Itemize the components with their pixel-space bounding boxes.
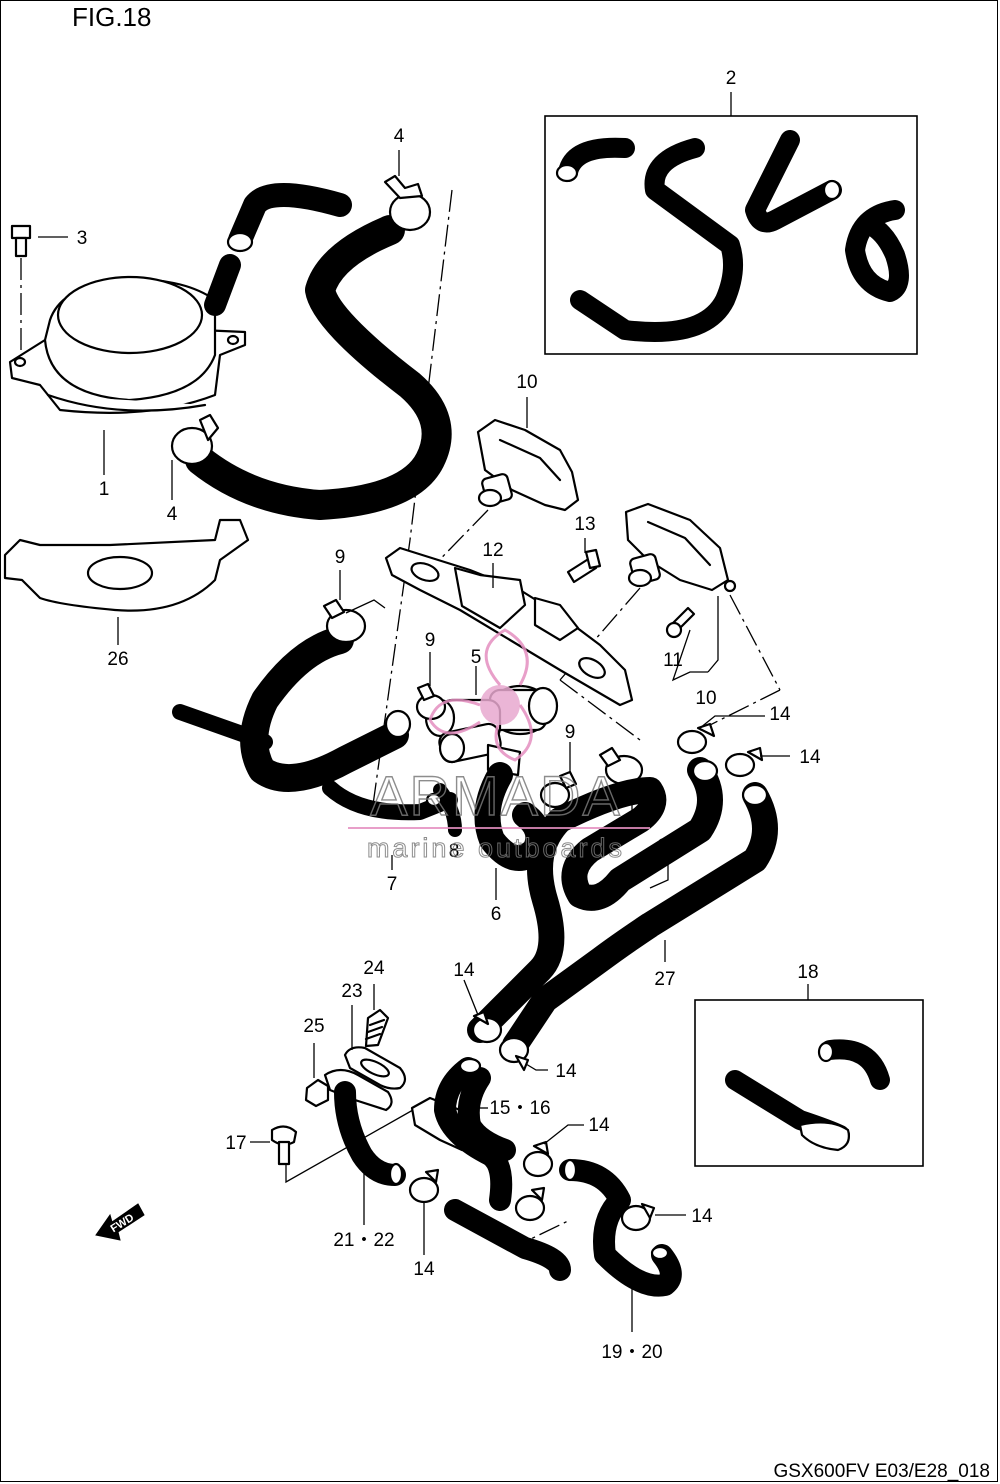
hose-2c — [745, 130, 842, 233]
plate-12 — [384, 546, 634, 707]
hose-21-22 — [323, 1068, 406, 1186]
hose-2d — [845, 200, 909, 302]
watermark-tagline: marine outboards — [367, 833, 625, 863]
clamp-14-a — [676, 722, 716, 755]
callout-9-a: 9 — [335, 547, 346, 568]
callout-26: 26 — [107, 649, 128, 670]
clamp-9-d — [598, 746, 644, 786]
clamp-14-f — [620, 1202, 656, 1232]
callout-23: 23 — [341, 981, 362, 1002]
callout-2: 2 — [726, 68, 737, 89]
callout-10-upper: 10 — [516, 372, 537, 393]
nut-25 — [304, 1078, 330, 1108]
clamp-14-b — [724, 746, 764, 778]
hose-set-18-box — [694, 984, 924, 1167]
callout-14-e: 14 — [588, 1115, 610, 1136]
clamp-14-d — [498, 1036, 530, 1072]
clamp-4-upper — [383, 174, 432, 232]
hose-27-pair — [467, 757, 778, 1058]
bolt-17 — [270, 1125, 298, 1166]
callout-14-g: 14 — [413, 1259, 435, 1280]
clamp-14-g — [408, 1168, 440, 1204]
callout-25: 25 — [303, 1016, 324, 1037]
callout-24: 24 — [363, 958, 385, 979]
callout-9-c: 9 — [565, 722, 576, 743]
hose-set-box — [544, 92, 918, 355]
callout-12: 12 — [482, 540, 503, 561]
lower-straight-hose — [444, 1199, 571, 1281]
callout-10-lower: 10 — [695, 688, 716, 709]
bolt-3 — [10, 224, 32, 258]
clamp-14-e — [522, 1140, 554, 1178]
callout-1: 1 — [99, 479, 110, 500]
watermark-brand: ARMADA — [370, 764, 622, 827]
hose-19-20 — [559, 1158, 682, 1297]
callout-27-upper: 27 — [657, 836, 678, 857]
callout-14-b: 14 — [799, 747, 821, 768]
fwd-arrow-icon: FWD — [95, 1203, 145, 1241]
callout-14-c: 14 — [453, 960, 475, 981]
callout-21-22: 21・22 — [333, 1230, 394, 1251]
callout-27-lower: 27 — [654, 969, 675, 990]
bolt-13 — [566, 548, 602, 584]
bolt-11 — [665, 606, 696, 639]
clamp-9-c — [539, 770, 578, 809]
watermark-logo — [428, 628, 533, 762]
clamp-9-a — [322, 598, 367, 644]
clamp-4-lower — [170, 413, 220, 466]
air-cleaner-1 — [8, 254, 247, 414]
stud-24 — [364, 1008, 390, 1048]
callout-5: 5 — [471, 647, 482, 668]
upper-hose-left — [226, 183, 352, 253]
callout-8: 8 — [449, 841, 460, 862]
gasket-23 — [343, 1046, 407, 1090]
clamp-9-b — [415, 682, 447, 721]
hose-8 — [425, 783, 462, 837]
callout-14-a: 14 — [769, 704, 791, 725]
callout-4-lower: 4 — [167, 504, 178, 525]
hose-2a — [555, 137, 635, 183]
hose-2b — [570, 138, 744, 342]
callout-15-16: 15・16 — [489, 1098, 550, 1119]
reed-valve-10-lower — [624, 502, 737, 593]
clamp-14-h — [514, 1186, 546, 1222]
reed-valve-10-upper — [476, 418, 580, 512]
drawing-code: GSX600FV E03/E28_018 — [773, 1461, 990, 1482]
callout-11: 11 — [663, 650, 683, 671]
callout-18: 18 — [797, 962, 818, 983]
callout-13: 13 — [574, 514, 595, 535]
callout-17: 17 — [225, 1133, 246, 1154]
hose-15-16 — [410, 1057, 516, 1211]
callout-9-b: 9 — [425, 630, 436, 651]
upper-hose-main — [185, 215, 452, 520]
armada-watermark: ARMADA marine outboards — [348, 628, 650, 864]
callout-14-f: 14 — [691, 1206, 713, 1227]
figure-title: FIG.18 — [72, 2, 151, 32]
callout-14-d: 14 — [555, 1061, 577, 1082]
callout-7: 7 — [387, 874, 398, 895]
bracket-26 — [3, 518, 250, 612]
callout-19-20: 19・20 — [601, 1342, 662, 1363]
callout-6: 6 — [491, 904, 502, 925]
callout-3: 3 — [77, 228, 88, 249]
callout-4-upper: 4 — [394, 126, 405, 147]
left-hose-assembly — [172, 626, 458, 821]
